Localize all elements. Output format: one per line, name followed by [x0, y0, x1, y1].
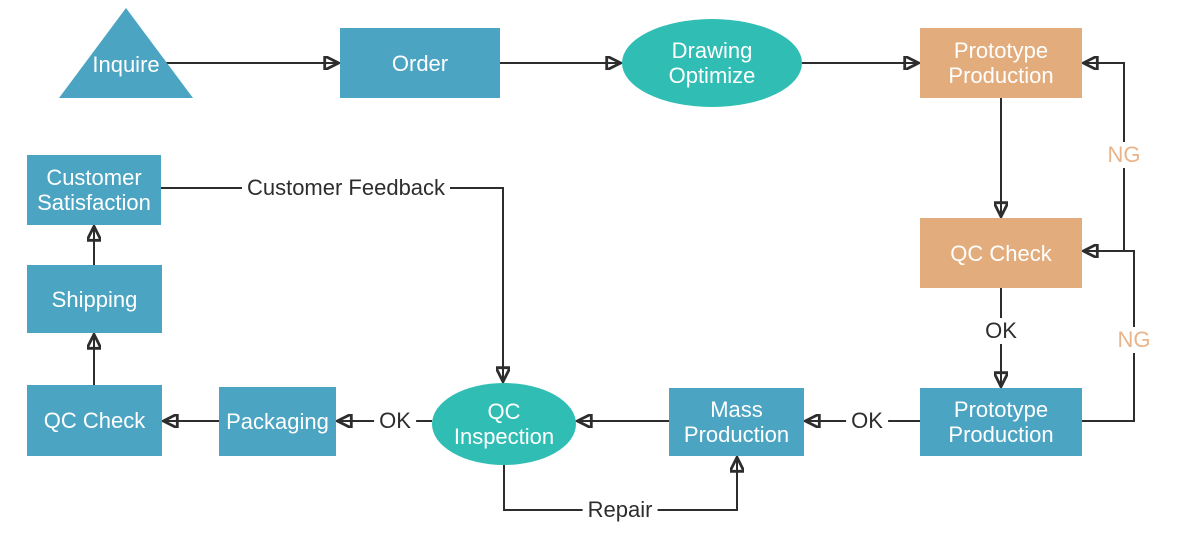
node-customer-satisfaction: Customer Satisfaction — [27, 155, 161, 225]
node-shipping: Shipping — [27, 265, 162, 333]
node-label: Packaging — [226, 409, 329, 434]
edge-customer-feedback — [161, 187, 503, 381]
node-label: Customer Satisfaction — [37, 165, 151, 215]
node-qc-inspection: QC Inspection — [432, 383, 576, 465]
node-drawing-optimize: Drawing Optimize — [622, 19, 802, 107]
node-label: Mass Production — [683, 397, 790, 447]
edge-label-ng-1: NG — [1102, 142, 1146, 168]
node-label: Drawing Optimize — [668, 38, 756, 88]
node-mass-production: Mass Production — [669, 388, 804, 456]
node-prototype-production-2: Prototype Production — [920, 388, 1082, 456]
node-label: QC Check — [43, 408, 146, 433]
node-prototype-production-1: Prototype Production — [920, 28, 1082, 98]
node-qc-check-2: QC Check — [27, 385, 162, 456]
node-order: Order — [340, 28, 500, 98]
edge-label-repair: Repair — [582, 497, 658, 523]
edge-label-ok-2: OK — [846, 408, 888, 434]
node-label: Shipping — [51, 286, 138, 312]
edge-label-ng-2: NG — [1112, 327, 1156, 353]
edge-label-ok-1: OK — [980, 318, 1022, 344]
node-label: QC Inspection — [453, 399, 555, 449]
node-qc-check-1: QC Check — [920, 218, 1082, 288]
node-label: Order — [391, 50, 449, 76]
edge-label-ok-3: OK — [374, 408, 416, 434]
edge-label-customer-feedback: Customer Feedback — [241, 175, 451, 201]
node-label: Prototype Production — [948, 38, 1054, 88]
node-label: Inquire — [92, 52, 160, 77]
node-label: Prototype Production — [948, 397, 1054, 447]
node-label: QC Check — [950, 240, 1052, 266]
node-packaging: Packaging — [219, 387, 336, 456]
